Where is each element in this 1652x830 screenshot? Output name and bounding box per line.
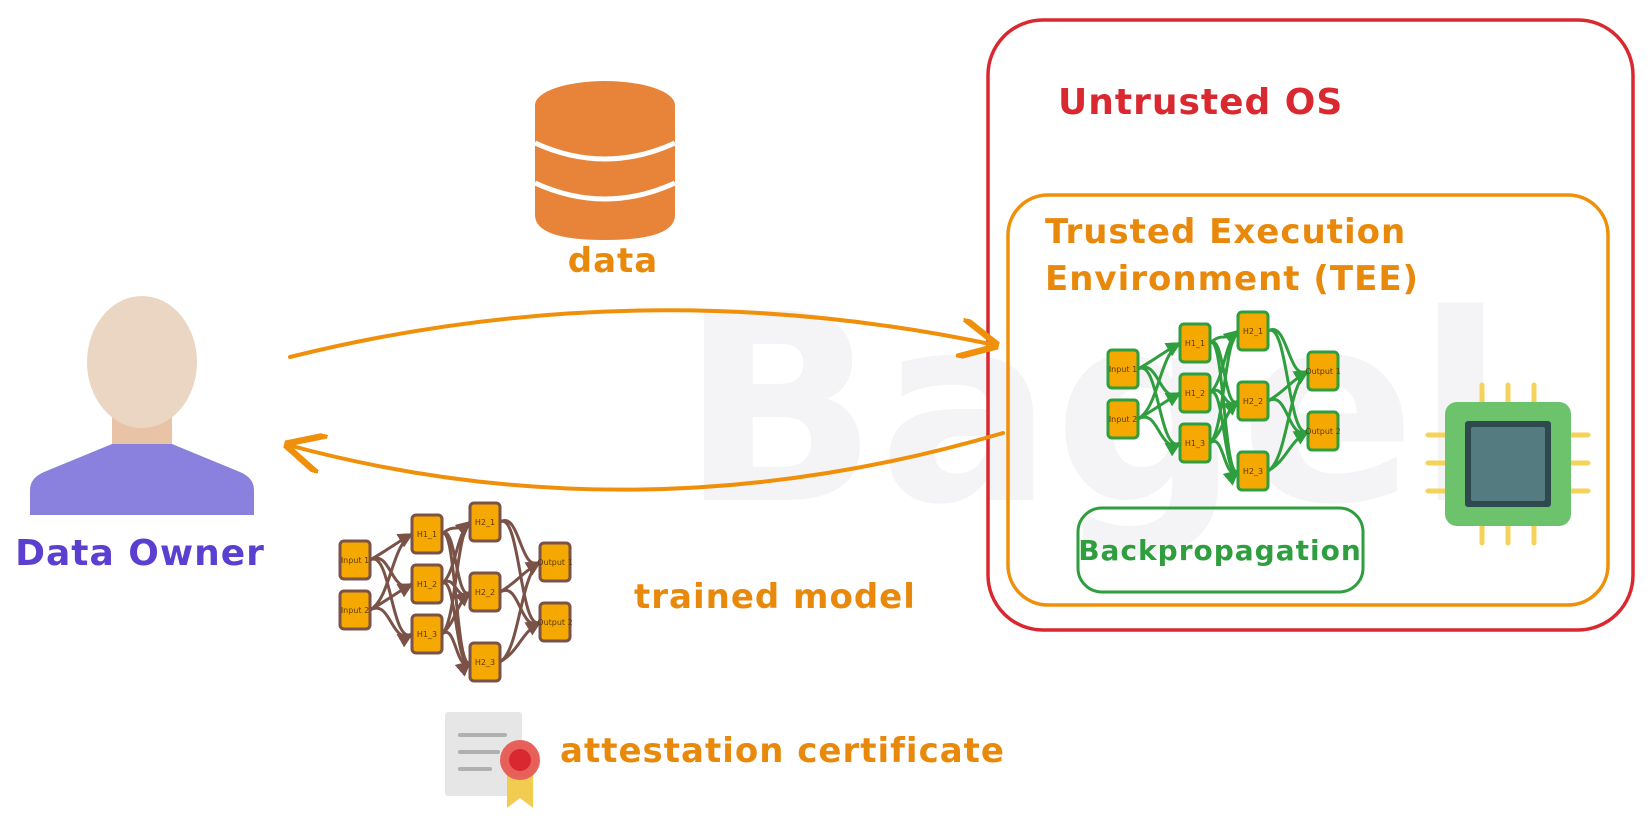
tee-label-line2: Environment (TEE) xyxy=(1045,259,1419,299)
network-node-label: Input 1 xyxy=(1109,365,1137,374)
neural-network-icon: Input 1 Input 2 H1_1H1_2H1_3 H2_1H2_2H2_3 Ou… xyxy=(1106,310,1341,492)
network-edge xyxy=(1137,415,1182,457)
network-node xyxy=(338,539,372,581)
certificate-icon xyxy=(445,712,540,808)
network-node-label: Output 1 xyxy=(1305,367,1340,376)
network-edge xyxy=(441,630,472,677)
network-node xyxy=(1106,398,1140,440)
data-owner-label: Data Owner xyxy=(15,533,265,574)
network-node-label: H1_2 xyxy=(417,580,437,589)
network-node-label: H2_3 xyxy=(475,658,495,667)
trained-model-network-icon: Input 1 Input 2 H1_1H1_2H1_3 H2_1H2_2H2_3 Ou… xyxy=(338,501,573,683)
network-edge xyxy=(499,620,542,664)
network-node xyxy=(1236,380,1270,422)
untrusted-os-label: Untrusted OS xyxy=(1058,82,1343,123)
network-node xyxy=(1106,348,1140,390)
model-return-arrow xyxy=(288,431,1005,492)
cpu-chip-icon xyxy=(1425,382,1591,546)
network-edge xyxy=(499,518,542,576)
network-edge xyxy=(369,606,414,648)
network-edge xyxy=(1267,328,1310,445)
data-arrow xyxy=(288,308,995,357)
network-edge xyxy=(1267,369,1310,473)
network-node xyxy=(468,571,502,613)
network-node-label: H1_3 xyxy=(1185,439,1205,448)
tee-box xyxy=(1006,193,1610,607)
network-node-label: Input 1 xyxy=(341,556,369,565)
network-edge xyxy=(1208,329,1240,445)
watermark-text: Bagel xyxy=(680,260,1505,562)
network-node-label: H2_1 xyxy=(1243,327,1263,336)
attestation-certificate-label: attestation certificate xyxy=(560,731,1005,771)
network-node-label: Input 2 xyxy=(1109,415,1137,424)
network-node-label: H2_1 xyxy=(475,518,495,527)
trained-model-label: trained model xyxy=(634,577,916,617)
backpropagation-label: Backpropagation xyxy=(1078,534,1362,567)
network-node-label: H1_2 xyxy=(1185,389,1205,398)
network-node-label: H1_1 xyxy=(417,530,437,539)
user-icon xyxy=(30,296,254,515)
network-node xyxy=(1178,322,1212,364)
network-edge xyxy=(1267,429,1310,473)
network-node xyxy=(1306,410,1340,452)
network-edge xyxy=(440,520,472,636)
network-node-label: Input 2 xyxy=(341,606,369,615)
network-edge xyxy=(499,519,542,636)
network-node-label: H2_3 xyxy=(1243,467,1263,476)
network-node-label: H1_3 xyxy=(417,630,437,639)
network-node xyxy=(410,563,444,605)
network-node-label: H2_2 xyxy=(475,588,495,597)
network-node xyxy=(538,601,572,643)
network-node xyxy=(338,589,372,631)
backpropagation-box xyxy=(1076,506,1365,594)
network-node xyxy=(1306,350,1340,392)
network-node xyxy=(1236,450,1270,492)
database-icon xyxy=(533,81,677,240)
network-node xyxy=(1236,310,1270,352)
network-node xyxy=(410,513,444,555)
network-node xyxy=(1178,422,1212,464)
network-node xyxy=(1178,372,1212,414)
network-node-label: Output 2 xyxy=(537,618,572,627)
network-node xyxy=(410,613,444,655)
network-edge xyxy=(499,560,542,664)
network-edge xyxy=(369,582,414,612)
network-node-label: Output 2 xyxy=(1305,427,1340,436)
data-label: data xyxy=(568,241,658,281)
network-node-label: H1_1 xyxy=(1185,339,1205,348)
network-node-label: H2_2 xyxy=(1243,397,1263,406)
network-node xyxy=(468,641,502,683)
network-node-label: Output 1 xyxy=(537,558,572,567)
network-edge xyxy=(1209,439,1240,486)
network-node xyxy=(538,541,572,583)
tee-label-line1: Trusted Execution xyxy=(1045,212,1406,252)
network-node xyxy=(468,501,502,543)
